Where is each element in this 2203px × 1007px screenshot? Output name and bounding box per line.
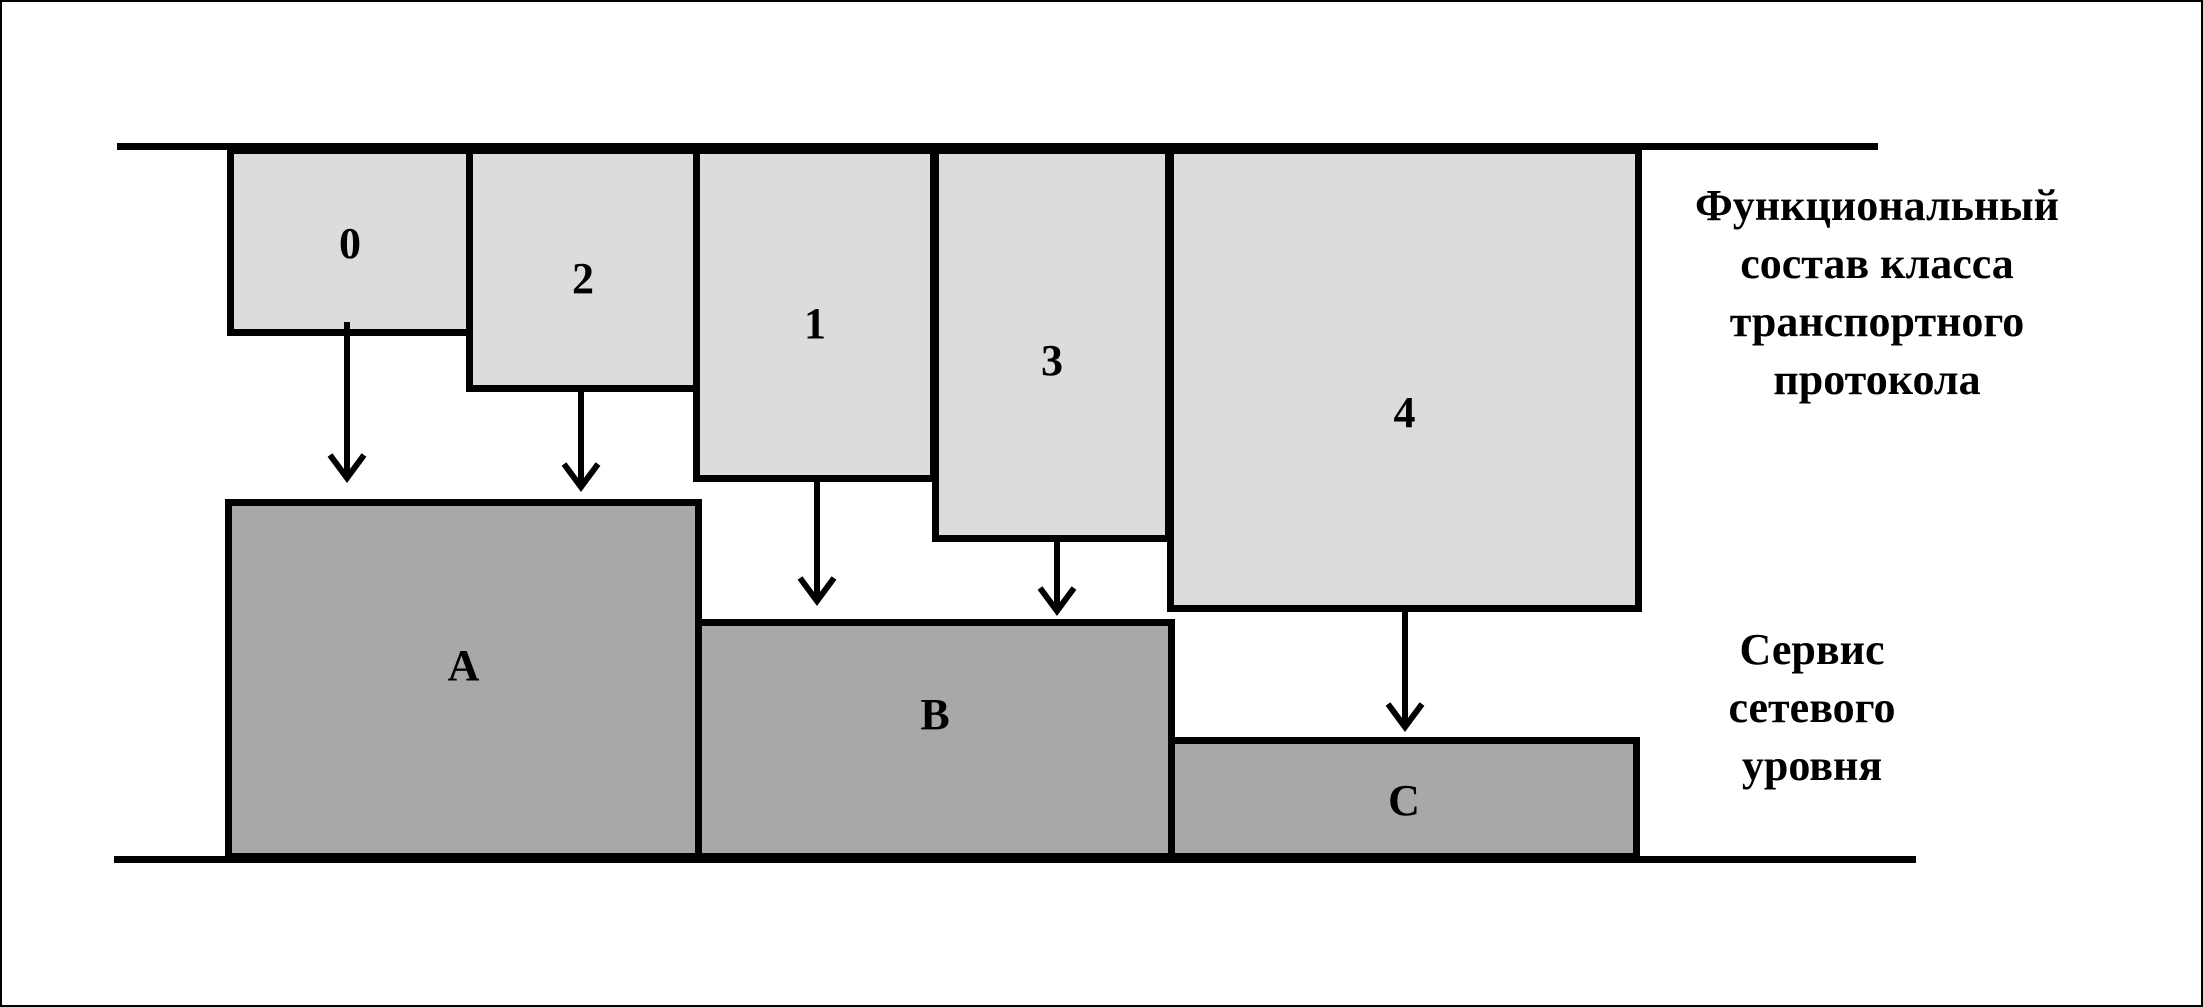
arrow-0-to-a xyxy=(327,322,367,484)
service-label-line-1: Сервис xyxy=(1739,625,1885,674)
service-block-c: C xyxy=(1168,737,1640,860)
arrow-4-to-c xyxy=(1385,608,1425,733)
function-block-1: 1 xyxy=(693,147,937,482)
arrow-1-to-b xyxy=(797,478,837,607)
arrow-3-to-b xyxy=(1037,538,1077,617)
arrow-2-to-a xyxy=(561,388,601,493)
network-service-label: Сервис сетевого уровня xyxy=(1642,621,1982,795)
functional-label-line-3: транспортного xyxy=(1729,297,2025,346)
service-block-b: B xyxy=(695,619,1175,860)
functional-composition-label: Функциональный состав класса транспортно… xyxy=(1657,177,2097,409)
service-label-line-3: уровня xyxy=(1741,741,1883,790)
top-boundary-line xyxy=(117,143,1878,150)
function-block-2: 2 xyxy=(466,147,700,392)
service-block-a-label: A xyxy=(447,641,480,690)
service-label-line-2: сетевого xyxy=(1728,683,1896,732)
function-block-1-label: 1 xyxy=(804,299,826,348)
function-block-0-label: 0 xyxy=(339,219,361,268)
service-block-b-label: B xyxy=(920,690,950,739)
service-block-a: A xyxy=(225,499,702,860)
function-block-3: 3 xyxy=(932,147,1172,542)
function-block-0: 0 xyxy=(227,147,473,336)
functional-label-line-1: Функциональный xyxy=(1695,181,2059,230)
function-block-4: 4 xyxy=(1167,147,1642,612)
service-block-c-label: C xyxy=(1388,776,1420,825)
function-block-2-label: 2 xyxy=(572,254,594,303)
function-block-4-label: 4 xyxy=(1393,388,1416,437)
functional-label-line-4: протокола xyxy=(1773,355,1981,404)
function-block-3-label: 3 xyxy=(1041,336,1063,385)
functional-label-line-2: состав класса xyxy=(1740,239,2014,288)
